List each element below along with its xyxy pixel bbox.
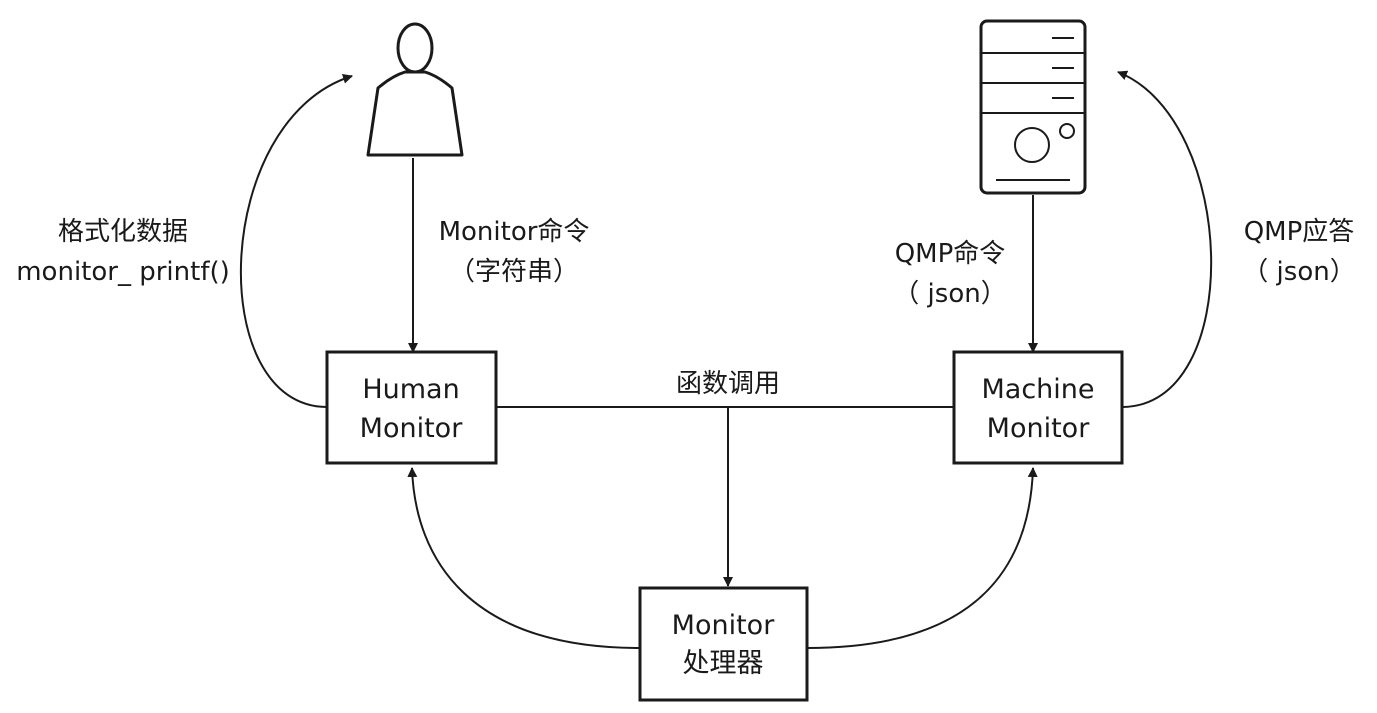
qmp-command-label: QMP命令 （ json） — [893, 239, 1006, 309]
human-monitor-to-user-curve — [239, 73, 353, 408]
qmp-command-line2: （ json） — [893, 279, 1006, 309]
human-monitor-line2: Monitor — [360, 413, 464, 444]
machine-monitor-line1: Machine — [981, 374, 1094, 405]
machine-monitor-box: Machine Monitor — [952, 350, 1124, 465]
monitor-command-label: Monitor命令 （字符串） — [439, 217, 590, 287]
processor-to-machine-monitor-curve — [806, 467, 1038, 649]
function-call-label: 函数调用 — [676, 369, 780, 399]
format-data-label: 格式化数据 monitor_ printf() — [16, 217, 230, 287]
monitor-processor-line1: Monitor — [672, 610, 776, 641]
monitor-processor-box: Monitor 处理器 — [638, 586, 809, 702]
format-data-line1: 格式化数据 — [58, 217, 188, 247]
format-data-line2: monitor_ printf() — [16, 257, 230, 287]
machine-monitor-to-client-curve — [1117, 70, 1213, 408]
person-icon — [366, 22, 464, 157]
machine-monitor-line2: Monitor — [987, 413, 1091, 444]
monitor-processor-line2: 处理器 — [683, 648, 764, 679]
qmp-response-line2: （ json） — [1242, 257, 1355, 287]
human-monitor-line1: Human — [362, 374, 459, 405]
monitor-command-line1: Monitor命令 — [439, 217, 590, 247]
human-monitor-box: Human Monitor — [325, 350, 498, 465]
processor-to-human-monitor-curve — [407, 467, 641, 649]
qmp-response-label: QMP应答 （ json） — [1242, 217, 1355, 287]
qmp-command-line1: QMP命令 — [895, 239, 1006, 269]
qmp-response-line1: QMP应答 — [1244, 217, 1355, 247]
computer-tower-icon — [979, 19, 1087, 195]
monitor-command-line2: （字符串） — [449, 257, 579, 287]
